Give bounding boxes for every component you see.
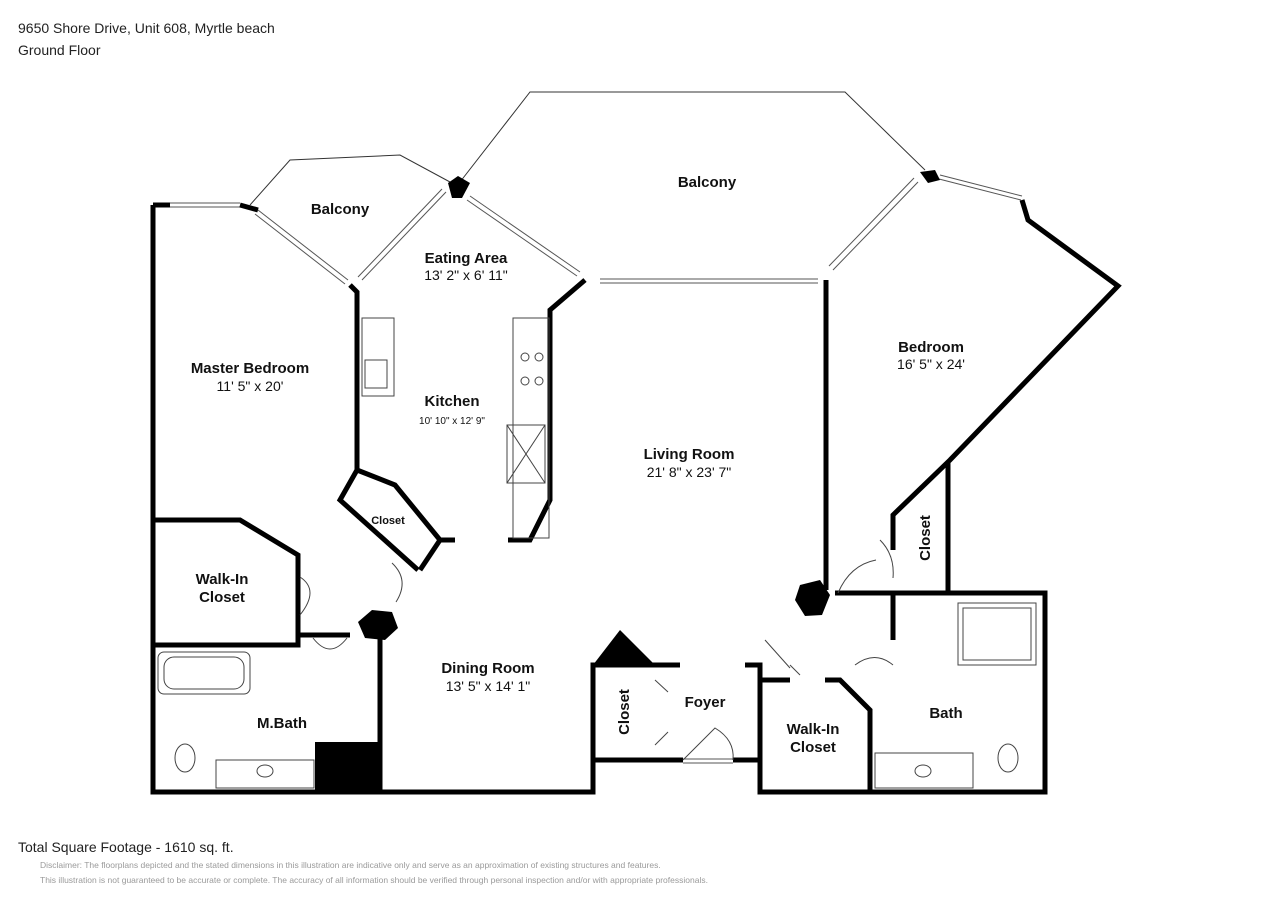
kitchen-size: 10' 10" x 12' 9" [419,416,485,427]
master-walkin-label-2: Closet [199,589,245,606]
kitchen-closet-label: Closet [371,515,405,527]
windows [170,174,1023,764]
master-bedroom-size: 11' 5" x 20' [217,378,284,394]
foyer-closet-label: Closet [616,689,633,735]
room-labels: Balcony Balcony Eating Area 13' 2" x 6' … [191,174,965,756]
floor-name: Ground Floor [18,42,101,58]
balcony-outlines [249,91,926,206]
balcony-main-label: Balcony [678,174,737,191]
bedroom-size: 16' 5" x 24' [897,356,965,372]
bedroom-closet-label: Closet [917,515,934,561]
master-walkin-label-1: Walk-In [196,571,249,588]
master-bedroom-label: Master Bedroom [191,360,309,377]
kitchen-label: Kitchen [424,393,479,410]
plan-address: 9650 Shore Drive, Unit 608, Myrtle beach [18,20,275,36]
walkin-closet-label-1: Walk-In [787,721,840,738]
total-square-footage: Total Square Footage - 1610 sq. ft. [18,839,234,855]
foyer-label: Foyer [685,694,726,711]
bath-label: Bath [929,705,962,722]
dining-room-size: 13' 5" x 14' 1" [446,678,531,694]
walkin-closet-label-2: Closet [790,739,836,756]
bedroom-label: Bedroom [898,339,964,356]
living-room-size: 21' 8" x 23' 7" [647,464,732,480]
balcony-left-label: Balcony [311,201,370,218]
disclaimer-line-1: Disclaimer: The floorplans depicted and … [40,860,661,870]
disclaimer-line-2: This illustration is not guaranteed to b… [40,875,708,885]
eating-area-size: 13' 2" x 6' 11" [424,267,508,283]
dining-room-label: Dining Room [441,660,534,677]
structural-fills [315,170,940,792]
master-bath-label: M.Bath [257,715,307,732]
living-room-label: Living Room [644,446,735,463]
fixtures [157,317,1037,789]
eating-area-label: Eating Area [425,250,508,267]
walls [150,199,1122,795]
